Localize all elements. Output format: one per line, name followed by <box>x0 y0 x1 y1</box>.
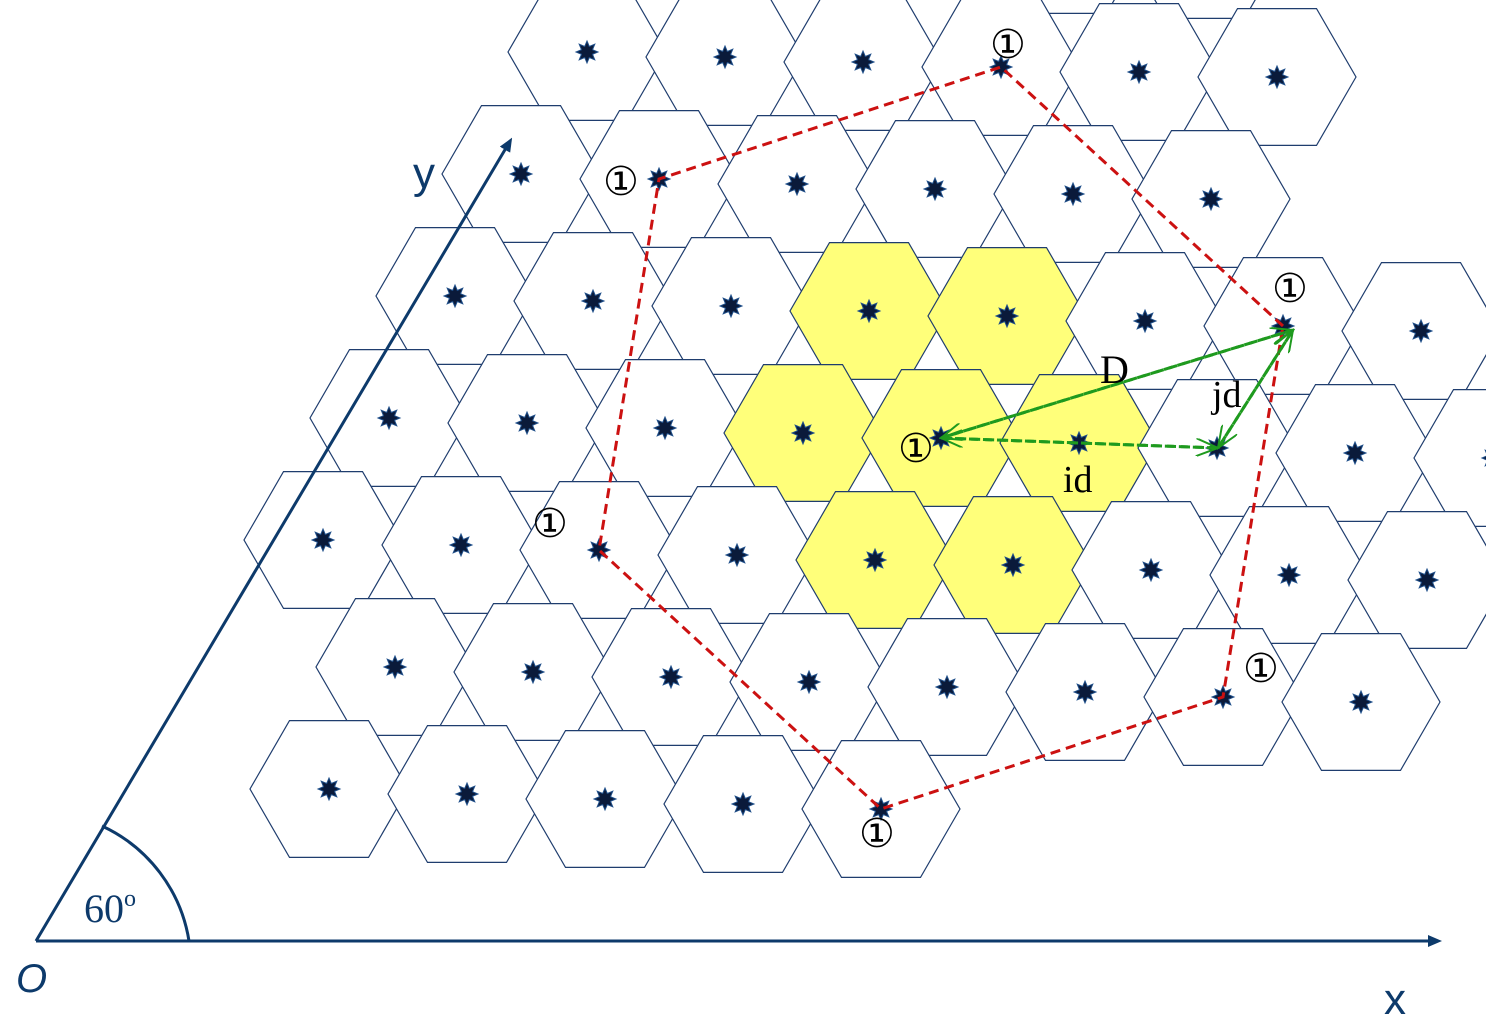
reuse-distance-label: D <box>1100 347 1129 392</box>
i-step-arrow-back <box>941 438 1219 450</box>
base-station-marker <box>658 664 684 690</box>
base-station-marker <box>1480 449 1486 467</box>
base-station-marker <box>520 659 546 685</box>
base-station-marker <box>382 654 408 680</box>
j-step-label: jd <box>1210 374 1242 416</box>
j-step-arrow-back <box>1218 329 1295 448</box>
base-station-marker <box>712 44 738 70</box>
center-cell-label: ① <box>898 426 934 471</box>
base-station-marker <box>1348 689 1374 715</box>
base-station-marker <box>310 527 336 553</box>
base-station-marker <box>1408 318 1434 344</box>
angle-label: 60o <box>84 886 136 931</box>
base-station-marker <box>1000 552 1026 578</box>
angle-value: 60 <box>84 886 124 931</box>
base-station-marker <box>1072 679 1098 705</box>
base-station-marker <box>784 171 810 197</box>
base-station-marker <box>1066 430 1092 456</box>
hex-cell <box>1413 389 1486 528</box>
base-station-marker <box>574 39 600 65</box>
distance-vectors <box>941 330 1293 448</box>
reuse-distance-arrow-back <box>941 328 1294 438</box>
co-channel-cell-label: ① <box>1272 266 1308 311</box>
base-station-marker <box>856 298 882 324</box>
base-station-marker <box>1342 440 1368 466</box>
base-station-marker <box>442 283 468 309</box>
cell-labels: ① ① ① ① ① ① ① <box>532 22 1308 856</box>
base-station-marker <box>718 293 744 319</box>
base-station-marker <box>652 415 678 441</box>
co-channel-cell-label: ① <box>990 22 1026 67</box>
x-axis-label: x <box>1384 975 1406 1020</box>
base-station-marker <box>454 781 480 807</box>
base-station-marker <box>1132 308 1158 334</box>
co-channel-cell-label: ① <box>532 501 568 546</box>
base-station-marker <box>934 674 960 700</box>
origin-label: O <box>16 957 47 1001</box>
base-station-marker <box>592 786 618 812</box>
base-station-marker <box>1138 557 1164 583</box>
coordinate-axes: 60o O x y <box>16 137 1442 1020</box>
co-channel-cell-label: ① <box>1243 646 1279 691</box>
base-station-marker <box>1264 64 1290 90</box>
base-station-marker <box>376 405 402 431</box>
y-axis-label: y <box>413 149 435 198</box>
base-station-marker <box>790 420 816 446</box>
base-station-marker <box>514 410 540 436</box>
base-station-marker <box>724 542 750 568</box>
angle-arc <box>101 824 191 942</box>
base-station-marker <box>862 547 888 573</box>
co-channel-cell-label: ① <box>603 159 639 204</box>
co-channel-cell-label: ① <box>859 811 895 856</box>
base-station-marker <box>316 776 342 802</box>
j-step-arrow <box>1216 330 1293 449</box>
base-station-marker <box>580 288 606 314</box>
hexagon-cell-grid <box>243 0 1486 879</box>
base-station-marker <box>796 669 822 695</box>
base-station-marker <box>1414 567 1440 593</box>
base-station-marker <box>730 791 756 817</box>
i-step-label: id <box>1063 459 1093 501</box>
angle-superscript: o <box>124 886 136 912</box>
base-station-marker <box>448 532 474 558</box>
base-station-marker <box>922 176 948 202</box>
y-axis <box>34 137 513 942</box>
co-channel-reuse-polygon <box>597 65 1285 811</box>
base-station-marker <box>994 303 1020 329</box>
base-station-marker <box>1276 562 1302 588</box>
base-station-marker <box>1060 181 1086 207</box>
base-station-marker <box>508 161 534 187</box>
distance-labels: D id jd <box>1063 347 1242 501</box>
base-station-marker <box>1198 186 1224 212</box>
base-station-marker <box>850 49 876 75</box>
base-station-marker <box>1126 59 1152 85</box>
